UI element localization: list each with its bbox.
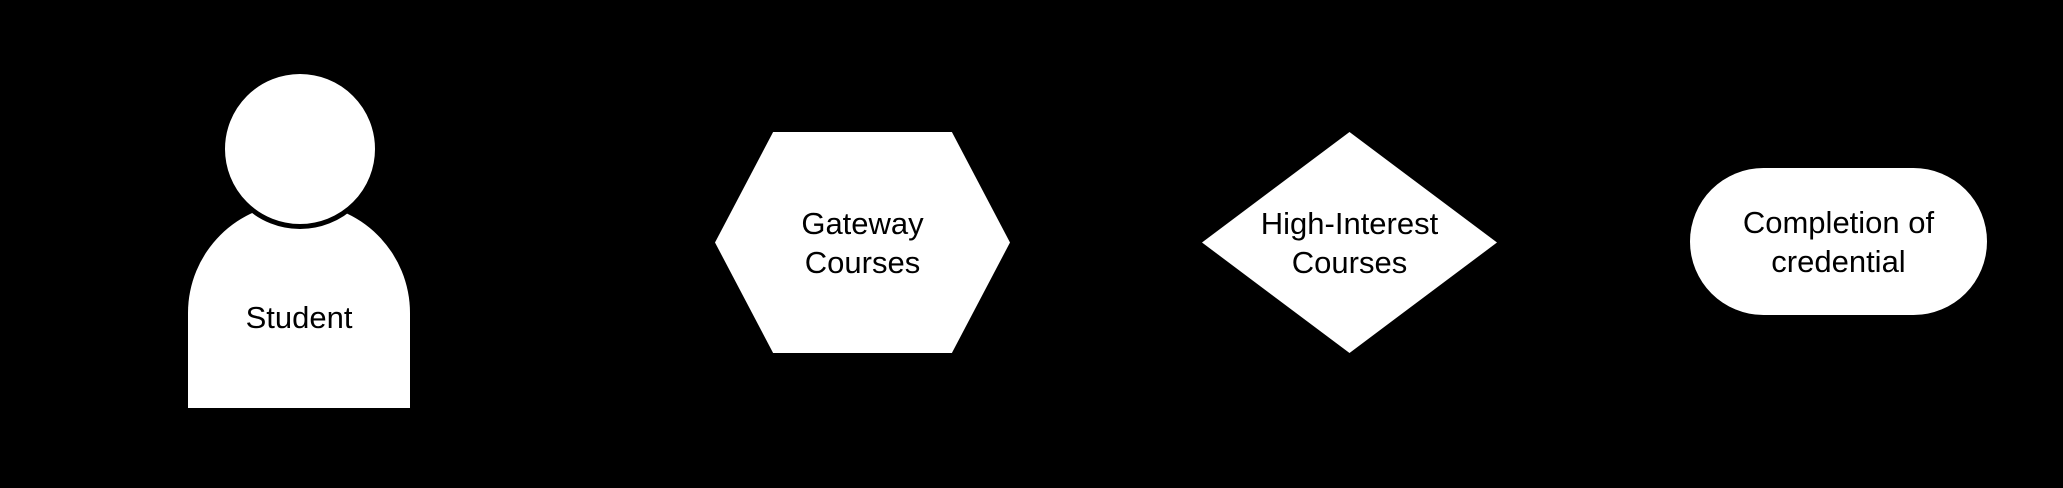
actor-node-student: Student xyxy=(188,69,410,408)
person-body-shape: Student xyxy=(188,203,410,408)
person-icon xyxy=(220,69,380,229)
diamond-node-high-interest-courses: High-Interest Courses xyxy=(1202,132,1497,353)
student-node-label: Student xyxy=(245,300,353,335)
stadium-node-completion-of-credential: Completion of credential xyxy=(1690,168,1987,315)
completion-of-credential-node-label: Completion of credential xyxy=(1742,204,1935,279)
high-interest-courses-node-label: High-Interest Courses xyxy=(1260,205,1439,280)
gateway-courses-node-label: Gateway Courses xyxy=(801,205,924,280)
hexagon-node-gateway-courses: Gateway Courses xyxy=(715,132,1010,353)
